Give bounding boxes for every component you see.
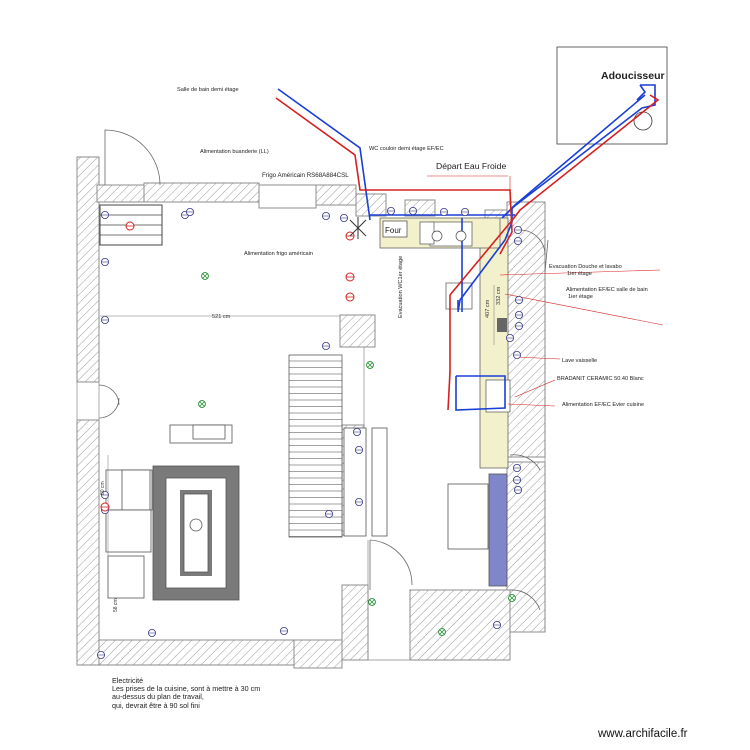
note-line-1: Electricité bbox=[112, 676, 144, 685]
socket-icon bbox=[101, 210, 110, 219]
socket-icon bbox=[515, 321, 524, 330]
living-furniture bbox=[105, 424, 388, 601]
socket-icon bbox=[324, 509, 333, 518]
light-icon bbox=[366, 361, 374, 369]
note-line-3: au-dessus du plan de travail, bbox=[112, 692, 204, 702]
label-evac-wc: Evacuation WC1er étage bbox=[398, 256, 404, 318]
ceiling-lights bbox=[198, 272, 516, 636]
light-icon bbox=[508, 594, 516, 602]
socket-icon bbox=[97, 651, 106, 660]
oven-box bbox=[382, 220, 408, 238]
dimension-left-2: 58 cm bbox=[113, 598, 119, 612]
doors bbox=[98, 129, 549, 611]
socket-icon bbox=[185, 207, 194, 216]
label-lave-vaisselle: Lave vaisselle bbox=[562, 358, 597, 364]
staircase bbox=[288, 354, 343, 538]
light-icon bbox=[368, 598, 376, 606]
dimension-lines bbox=[100, 285, 495, 560]
socket-icon bbox=[101, 315, 110, 324]
socket-icon bbox=[513, 475, 522, 484]
note-line-2: Les prises de la cuisine, sont à mettre … bbox=[112, 684, 261, 694]
socket-icon bbox=[513, 350, 522, 359]
socket-icon bbox=[354, 445, 363, 454]
label-adoucisseur: Adoucisseur bbox=[601, 70, 665, 82]
socket-icon bbox=[408, 206, 417, 215]
leader-lines bbox=[427, 175, 664, 407]
socket-icon bbox=[386, 206, 395, 215]
socket-icon bbox=[101, 490, 110, 499]
label-four: Four bbox=[385, 226, 402, 235]
socket-icon bbox=[279, 627, 288, 636]
label-bradanit: BRADANIT CERAMIC 50.40 Blanc bbox=[557, 376, 644, 382]
label-alim-sdb-2: 1ier étage bbox=[568, 294, 593, 300]
hob-symbol bbox=[349, 217, 367, 239]
pipes bbox=[275, 84, 660, 411]
label-frigo: Frigo Américain RS68A884CSL bbox=[262, 172, 349, 179]
label-evac-douche-2: 1ier étage bbox=[567, 271, 592, 277]
label-alim-evier: Alimentation EF/EC Evier cuisine bbox=[562, 402, 644, 408]
walls bbox=[76, 156, 546, 669]
labels: Adoucisseur Salle de bain demi étage Ali… bbox=[100, 70, 665, 612]
label-alim-buanderie: Alimentation buanderie (LL) bbox=[200, 149, 269, 155]
light-icon bbox=[438, 628, 446, 636]
red-outlet-icon bbox=[125, 221, 135, 231]
label-depart-eau-froide: Départ Eau Froide bbox=[436, 161, 506, 171]
red-outlet-icon bbox=[345, 292, 355, 302]
kitchen-counter bbox=[379, 217, 511, 469]
island-table bbox=[447, 483, 489, 550]
softener-icon bbox=[633, 111, 653, 131]
socket-icon bbox=[339, 213, 348, 222]
label-wc-couloir: WC couloir demi étage EF/EC bbox=[369, 146, 444, 152]
socket-icon bbox=[492, 621, 501, 630]
red-outlet-icon bbox=[100, 502, 110, 512]
note-line-4: qui, devrait être à 90 sol fini bbox=[112, 700, 200, 710]
label-evac-douche-1: Evacuation Douche et lavabo bbox=[549, 264, 622, 270]
socket-icon bbox=[321, 341, 330, 350]
label-alim-sdb-1: Alimentation EF/EC salle de bain bbox=[566, 287, 648, 293]
red-outlets bbox=[100, 221, 355, 512]
credit-link[interactable]: www.archifacile.fr bbox=[598, 728, 688, 740]
label-salle-de-bain: Salle de bain demi étage bbox=[177, 87, 239, 93]
dishwasher-block bbox=[497, 318, 507, 332]
light-icon bbox=[198, 400, 206, 408]
socket-icon bbox=[514, 236, 523, 245]
outline bbox=[76, 156, 546, 666]
socket-icon bbox=[460, 207, 469, 216]
socket-icon bbox=[514, 225, 523, 234]
socket-icon bbox=[147, 629, 156, 638]
socket-icon bbox=[439, 207, 448, 216]
socket-icon bbox=[101, 257, 110, 266]
red-outlet-icon bbox=[345, 272, 355, 282]
socket-icon bbox=[505, 333, 514, 342]
dimension-332: 332 cm bbox=[496, 286, 502, 305]
label-alim-frigo: Alimentation frigo américain bbox=[244, 251, 313, 257]
socket-icon bbox=[321, 211, 330, 220]
electricity-note: Electricité Les prises de la cuisine, so… bbox=[112, 676, 261, 710]
socket-icon bbox=[513, 463, 522, 472]
fridge-unit bbox=[488, 473, 508, 587]
socket-icon bbox=[515, 295, 524, 304]
socket-icon bbox=[352, 427, 361, 436]
socket-icon bbox=[514, 485, 523, 494]
socket-icon bbox=[515, 310, 524, 319]
electrical-sockets bbox=[97, 206, 524, 660]
sink-bowl-2 bbox=[455, 230, 467, 242]
socket-icon bbox=[354, 497, 363, 506]
light-icon bbox=[201, 272, 209, 280]
dimension-521: 521 cm bbox=[212, 314, 231, 320]
dimension-left-1: 80 cm bbox=[100, 481, 106, 495]
dimension-407: 407 cm bbox=[485, 299, 491, 318]
sink-bowl-1 bbox=[431, 230, 443, 242]
